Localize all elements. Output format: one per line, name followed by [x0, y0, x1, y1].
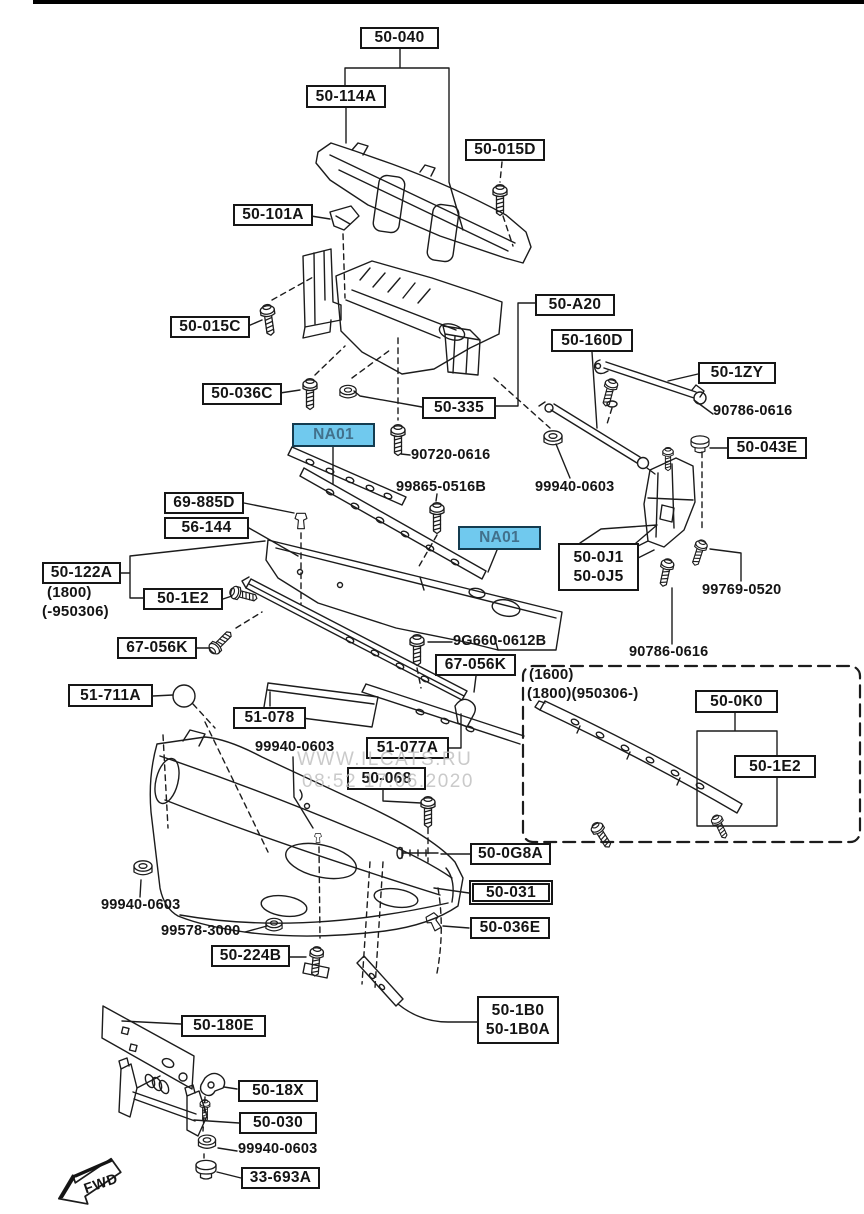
splash-panel-part: [265, 539, 563, 651]
ref-label-99769-0520[interactable]: 99769-0520: [702, 582, 782, 598]
part-label-67-056K[interactable]: 67-056K: [117, 637, 197, 659]
lower-strip-part: [356, 955, 404, 1007]
part-label-51-077A[interactable]: 51-077A: [366, 737, 449, 759]
part-label-50-0J5[interactable]: 50-0J5: [573, 567, 624, 585]
part-label-50-1ZY[interactable]: 50-1ZY: [698, 362, 776, 384]
ref-label-99940-0603[interactable]: 99940-0603: [101, 897, 181, 913]
part-label-67-056K[interactable]: 67-056K: [435, 654, 516, 676]
part-label-50-068[interactable]: 50-068: [347, 767, 426, 790]
ref-label-9G660-0612B[interactable]: 9G660-0612B: [453, 633, 547, 649]
part-label-50-335[interactable]: 50-335: [422, 397, 496, 419]
part-label-69-885D[interactable]: 69-885D: [164, 492, 244, 514]
part-label-50-101A[interactable]: 50-101A: [233, 204, 313, 226]
part-label-50-160D[interactable]: 50-160D: [551, 329, 633, 352]
grille-reinforcement-part: [315, 142, 532, 264]
variant-note-1800-950306: (1800)(950306-): [527, 685, 639, 702]
part-label-50-1E2[interactable]: 50-1E2: [143, 588, 223, 610]
part-label-50-1E2[interactable]: 50-1E2: [734, 755, 816, 778]
bumper-face-part: [149, 729, 464, 937]
clip-50-101A-part: [329, 205, 360, 231]
part-label-50-224B[interactable]: 50-224B: [211, 945, 290, 967]
part-label-51-078[interactable]: 51-078: [233, 707, 306, 729]
license-garnish-part: [262, 682, 379, 728]
leader-lines: [120, 48, 778, 1179]
part-label-50-A20[interactable]: 50-A20: [535, 294, 615, 316]
part-label-50-114A[interactable]: 50-114A: [306, 85, 386, 108]
part-label-50-040[interactable]: 50-040: [360, 27, 439, 49]
part-label-56-144[interactable]: 56-144: [164, 517, 249, 539]
seal-strip-na01-parts: [287, 446, 487, 580]
part-label-50-043E[interactable]: 50-043E: [727, 437, 807, 459]
air-dam-strip-part: [241, 576, 468, 701]
part-label-50-1B0[interactable]: 50-1B0: [491, 1002, 545, 1019]
option-strip-part: [534, 700, 743, 814]
part-label-50-1B0-50-1B0A[interactable]: 50-1B0 50-1B0A: [477, 996, 559, 1044]
part-label-51-711A[interactable]: 51-711A: [68, 684, 153, 707]
part-label-na01-highlighted[interactable]: NA01: [292, 423, 375, 447]
option-region-dashed-border: [521, 664, 862, 844]
radiator-lower-panel-part: [302, 248, 503, 376]
bumper-stay-rods-part: [538, 359, 707, 563]
part-label-50-1B0A[interactable]: 50-1B0A: [485, 1020, 551, 1038]
part-label-50-036C[interactable]: 50-036C: [202, 383, 282, 405]
assembly-dashed-lines: [162, 161, 703, 1159]
retainer-band-part: [361, 683, 525, 745]
part-label-50-0K0[interactable]: 50-0K0: [695, 690, 778, 713]
ref-label-90786-0616[interactable]: 90786-0616: [713, 403, 793, 419]
part-label-50-122A[interactable]: 50-122A: [42, 562, 121, 584]
variant-note-1600: (1600): [529, 666, 574, 683]
part-label-50-015D[interactable]: 50-015D: [465, 139, 545, 161]
ref-label-99578-3000[interactable]: 99578-3000: [161, 923, 241, 939]
part-label-50-015C[interactable]: 50-015C: [170, 316, 250, 338]
ref-label-90786-0616[interactable]: 90786-0616: [629, 644, 709, 660]
part-label-50-18X[interactable]: 50-18X: [238, 1080, 318, 1102]
part-label-50-030[interactable]: 50-030: [239, 1112, 317, 1134]
ref-label-99940-0603[interactable]: 99940-0603: [238, 1141, 318, 1157]
fwd-direction-arrow: FWD: [57, 1157, 122, 1205]
part-label-50-0G8A[interactable]: 50-0G8A: [470, 843, 551, 865]
part-label-50-180E[interactable]: 50-180E: [181, 1015, 266, 1037]
variant-note-1800: (1800): [47, 584, 92, 601]
license-plate-bracket-part: [101, 1005, 226, 1137]
part-label-50-0J1[interactable]: 50-0J1: [573, 549, 624, 566]
part-label-33-693A[interactable]: 33-693A: [241, 1167, 320, 1189]
variant-note-to-950306: (-950306): [42, 603, 109, 620]
ref-label-99940-0603[interactable]: 99940-0603: [535, 479, 615, 495]
ref-label-99865-0516B[interactable]: 99865-0516B: [396, 479, 487, 495]
part-label-50-036E[interactable]: 50-036E: [470, 917, 550, 939]
fasteners: [133, 183, 731, 1180]
page-top-rule: [33, 0, 864, 4]
ref-label-90720-0616[interactable]: 90720-0616: [411, 447, 491, 463]
part-label-50-0J1-50-0J5[interactable]: 50-0J1 50-0J5: [558, 543, 639, 591]
part-label-na01-highlighted[interactable]: NA01: [458, 526, 541, 550]
part-label-50-031[interactable]: 50-031: [469, 880, 553, 905]
ref-label-99940-0603[interactable]: 99940-0603: [255, 739, 335, 755]
